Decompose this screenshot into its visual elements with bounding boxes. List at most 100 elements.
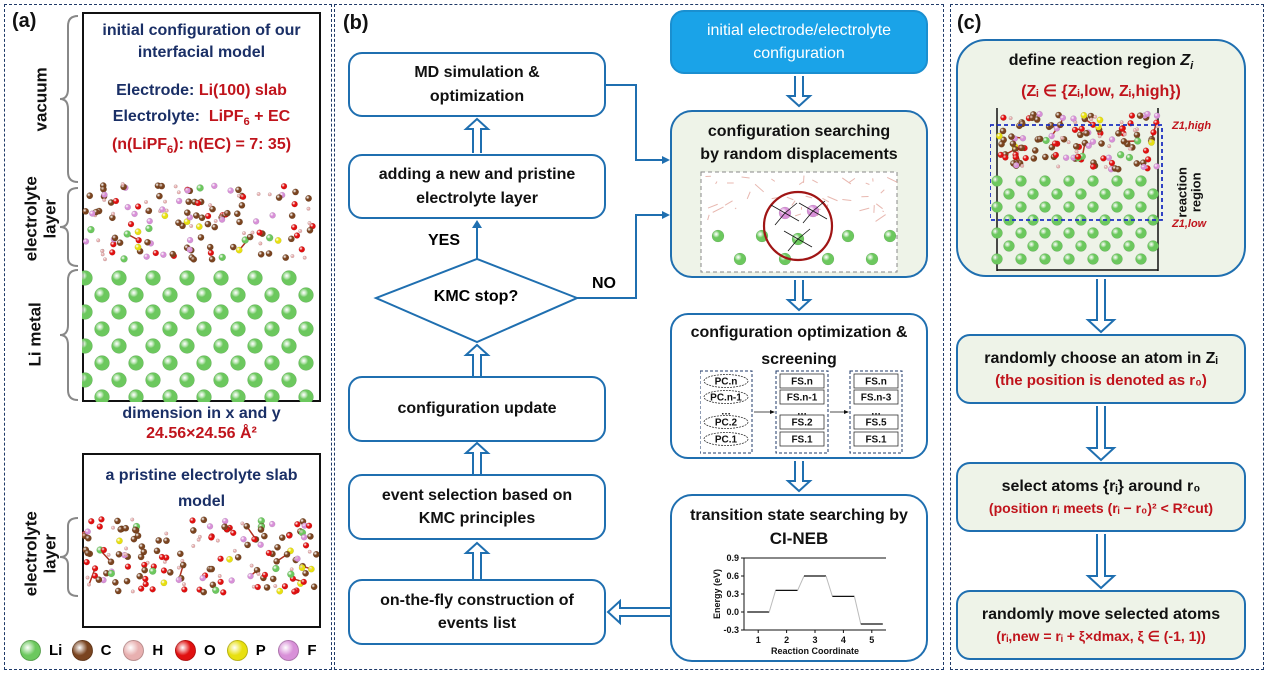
faded-bond [827, 196, 838, 202]
faded-bond [875, 203, 883, 210]
pristine-slab-atoms [82, 516, 320, 596]
md-simulation-step[interactable]: MD simulation &optimization [348, 52, 606, 117]
atom-li [179, 270, 195, 286]
atom-li [94, 389, 110, 402]
atom-li [230, 389, 246, 402]
atom-li [1147, 188, 1159, 200]
atom-o [135, 236, 142, 244]
electrode-value: Li(100) slab [198, 82, 287, 99]
kmc-stop-decision[interactable]: KMC stop? [433, 288, 519, 305]
atom-c [141, 566, 149, 574]
atom-c [179, 561, 187, 569]
atom-li [1075, 240, 1087, 252]
atom-h [1119, 120, 1124, 125]
define-title: define reaction region Zi [1009, 49, 1193, 74]
atom-c [190, 255, 198, 263]
atom-h [256, 191, 261, 197]
atom-f [1140, 163, 1148, 171]
atom-o [109, 249, 116, 256]
select-atoms-step[interactable]: select atoms {rᵢ} around r₀(position rᵢ … [956, 462, 1246, 532]
ratio-pre: (n(LiPF [111, 136, 168, 154]
atom-li [230, 321, 246, 337]
panel-c [950, 4, 1264, 670]
atom-c [312, 550, 320, 558]
atom-c [137, 553, 145, 561]
atom-c [1133, 131, 1141, 139]
atom-h [249, 563, 254, 568]
atom-li [1051, 188, 1063, 200]
faded-bond [882, 210, 885, 213]
atom-c [287, 235, 295, 243]
atom-o [251, 535, 258, 543]
atom-c [84, 534, 92, 542]
legend-swatch-o [175, 639, 197, 661]
atom-o [149, 586, 156, 593]
atom-c [209, 205, 217, 213]
atom-h [307, 221, 312, 226]
atom-c [1018, 120, 1026, 128]
atom-h [130, 589, 135, 594]
screen-item-label: PC.n [715, 377, 738, 388]
step-line-2: KMC principles [418, 510, 536, 527]
displacement-vector [812, 210, 828, 220]
move-atoms-step[interactable]: randomly move selected atoms(rᵢ,new = rᵢ… [956, 590, 1246, 660]
atom-o [134, 203, 142, 210]
y-tick-label: -0.3 [723, 625, 739, 635]
atom-f [1048, 132, 1055, 140]
atom-li [179, 372, 195, 388]
electrolyte-post: + EC [249, 108, 291, 126]
atom-o [230, 529, 237, 537]
step-line-2: screening [761, 351, 837, 369]
atom-li [272, 564, 280, 573]
atom-li [218, 253, 226, 262]
fs-item [779, 389, 825, 405]
atom-li [298, 389, 314, 402]
dimension-line-2: 24.56×24.56 Å² [146, 425, 257, 442]
step-line-2: configuration [753, 45, 845, 62]
atom-o [298, 246, 306, 253]
atom-o [239, 193, 247, 201]
atom-f [1089, 138, 1097, 145]
atom-li [211, 586, 220, 594]
atom-h [86, 582, 92, 587]
interfacial-model-box [82, 12, 321, 402]
screen-item-label: FS.5 [865, 418, 887, 429]
atom-o [83, 558, 90, 566]
atom-h [1074, 149, 1079, 154]
electrode-label: Electrode: [116, 82, 195, 99]
atom-h [1093, 114, 1098, 119]
atom-li [1015, 227, 1027, 239]
interfacial-model-atoms [82, 182, 316, 402]
legend-item-h: H [123, 639, 175, 661]
atom-f [175, 576, 183, 584]
atom-o [207, 249, 215, 257]
atom-li [1075, 188, 1087, 200]
choose-atom-step[interactable]: randomly choose an atom in Zᵢ(the positi… [956, 334, 1246, 404]
atom-o [208, 534, 215, 541]
atom-h [85, 575, 90, 580]
configuration-update-step[interactable]: configuration update [348, 376, 606, 442]
no-connector [577, 214, 668, 299]
atom-o [100, 546, 108, 554]
atom-li [241, 236, 249, 244]
fs-item [779, 431, 825, 447]
atom-li [1133, 137, 1142, 145]
atom-h [302, 255, 307, 260]
atom-li [1135, 253, 1147, 265]
atom-p [134, 243, 142, 251]
atom-c [115, 550, 123, 558]
step-line-1: select atoms {rᵢ} around r₀ [1001, 478, 1201, 496]
atom-li [128, 355, 144, 371]
screen-item-label: FS.1 [865, 435, 887, 446]
atom-o [189, 517, 196, 524]
step-line-2: (rᵢ,new = rᵢ + ξ×dmax, ξ ∈ (-1, 1)) [996, 628, 1206, 645]
atom-f [228, 577, 235, 584]
interfacial-model-title: initial configuration of our interfacial… [84, 20, 319, 63]
atom-o [220, 589, 227, 596]
atom-li [230, 287, 246, 303]
